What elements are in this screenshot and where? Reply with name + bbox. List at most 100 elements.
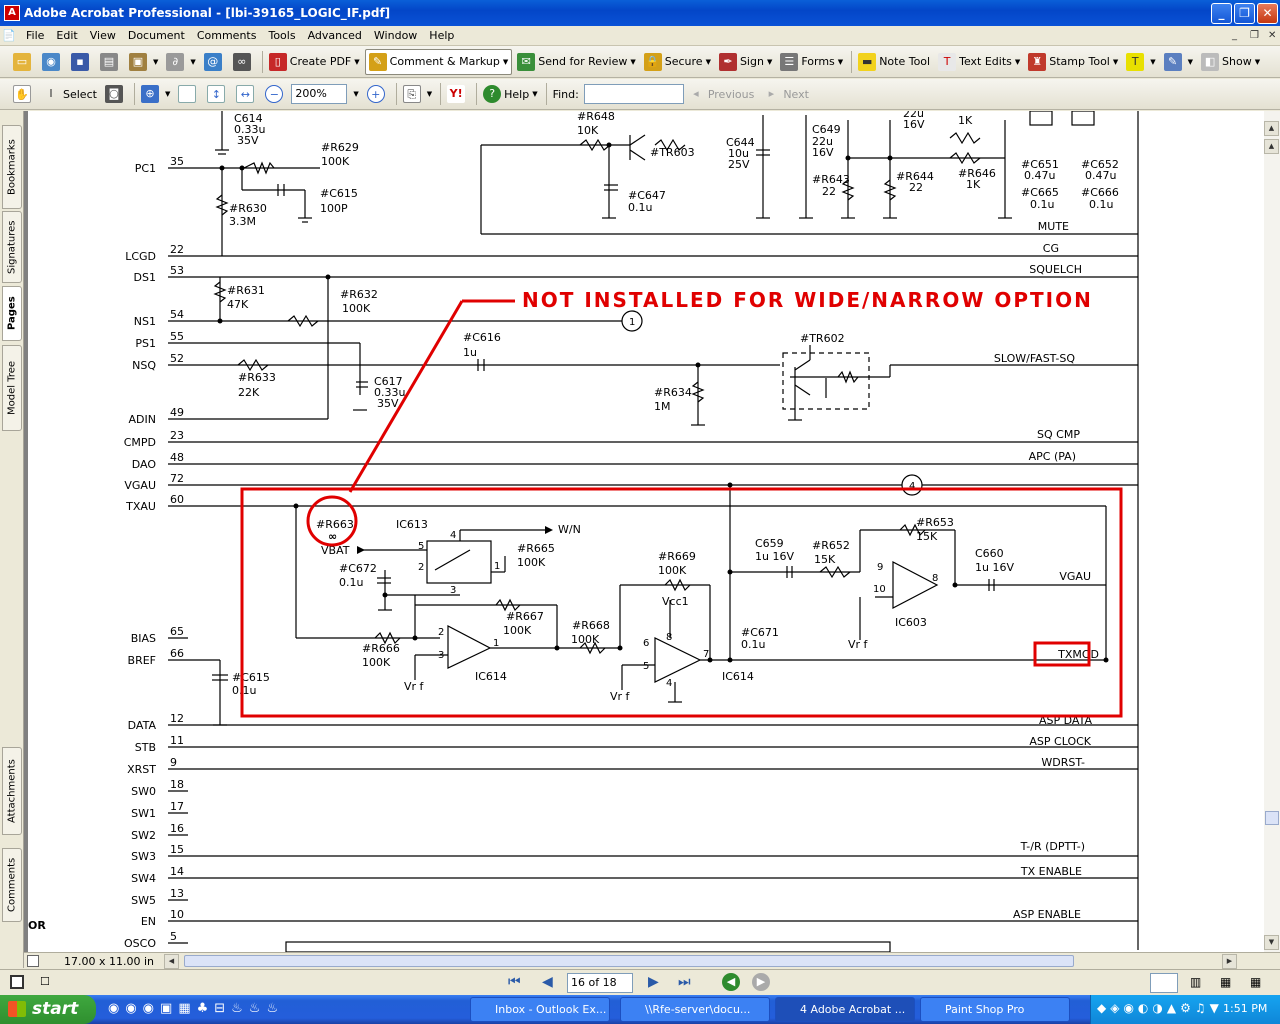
doc-minimize-icon[interactable]: _ xyxy=(1232,30,1237,41)
tab-pages[interactable]: Pages xyxy=(2,286,22,341)
menu-view[interactable]: View xyxy=(89,29,116,42)
rotate-button[interactable]: ⎘▼ xyxy=(400,81,435,107)
help-button[interactable]: ?Help▼ xyxy=(480,81,540,107)
paperclip-icon: ∂ xyxy=(166,52,185,71)
horizontal-scroll-thumb[interactable] xyxy=(184,955,1074,967)
menu-help[interactable]: Help xyxy=(429,29,455,42)
menu-window[interactable]: Window xyxy=(373,29,418,42)
menu-edit[interactable]: Edit xyxy=(56,29,78,42)
secure-button[interactable]: 🔒Secure▼ xyxy=(641,49,714,75)
page-number-field[interactable]: 16 of 18 xyxy=(567,973,633,993)
task-acrobat[interactable]: 4 Adobe Acrobat ... xyxy=(775,997,915,1022)
previous-button[interactable]: ◂Previous xyxy=(684,81,758,107)
zoom-dropdown[interactable]: ▼ xyxy=(353,90,359,98)
signal-label: T-/R (DPTT-) xyxy=(1020,840,1085,853)
tab-comments[interactable]: Comments xyxy=(2,848,22,922)
sign-label: Sign xyxy=(739,55,764,68)
open-button[interactable]: ▭ xyxy=(10,49,37,75)
hand-tool-button[interactable]: ✋ xyxy=(10,81,37,107)
sign-button[interactable]: ✒Sign▼ xyxy=(716,49,775,75)
next-button[interactable]: ▸Next xyxy=(759,81,812,107)
vertical-scrollbar[interactable]: ▲ ▲ ▼ xyxy=(1264,111,1280,952)
scroll-up-icon[interactable]: ▲ xyxy=(1264,121,1279,136)
zoom-field[interactable]: 200% xyxy=(291,84,348,104)
print-button[interactable]: ▤ xyxy=(97,49,124,75)
last-page-icon[interactable]: ⏭ xyxy=(678,974,691,990)
find-input[interactable] xyxy=(583,84,684,104)
menu-comments[interactable]: Comments xyxy=(196,29,257,42)
go-forward-icon[interactable]: ▶ xyxy=(752,973,770,991)
organize-button[interactable]: ▣▼ xyxy=(126,49,161,75)
scroll-right-icon[interactable]: ▶ xyxy=(1222,954,1237,969)
send-review-button[interactable]: ✉Send for Review▼ xyxy=(514,49,638,75)
document-icon[interactable]: 📄 xyxy=(2,29,16,42)
pin-name: NS1 xyxy=(134,315,156,328)
highlight-button[interactable]: T▼ xyxy=(1123,49,1158,75)
create-pdf-button[interactable]: ▯Create PDF▼ xyxy=(266,49,363,75)
single-page-view-icon[interactable] xyxy=(1150,973,1178,993)
zoom-out-button[interactable]: − xyxy=(262,81,289,107)
quick-launch-icons[interactable]: ◉◉◉▣▦♣⊟♨♨♨ xyxy=(108,1001,285,1016)
next-page-icon[interactable]: ▶ xyxy=(648,974,659,990)
search-button[interactable]: ∞ xyxy=(230,49,257,75)
save-button[interactable]: ▪ xyxy=(68,49,95,75)
title-bar[interactable]: A Adobe Acrobat Professional - [lbi-3916… xyxy=(0,0,1280,26)
scroll-down-icon[interactable]: ▼ xyxy=(1264,935,1279,950)
minimize-button[interactable]: _ xyxy=(1211,3,1232,24)
main-toolbar: ▭ ◉ ▪ ▤ ▣▼ ∂▼ @ ∞ ▯Create PDF▼ ✎Comment … xyxy=(0,46,1280,78)
scroll-left-icon[interactable]: ◀ xyxy=(164,954,179,969)
go-back-icon[interactable]: ◀ xyxy=(722,973,740,991)
menu-document[interactable]: Document xyxy=(127,29,185,42)
maximize-button[interactable]: ❐ xyxy=(1234,3,1255,24)
start-button[interactable]: start xyxy=(0,995,96,1024)
acrobat-app-icon[interactable]: A xyxy=(4,5,20,21)
tab-attachments[interactable]: Attachments xyxy=(2,747,22,835)
r652-value: 15K xyxy=(814,553,836,566)
snapshot-button[interactable]: ◙ xyxy=(102,81,129,107)
menu-advanced[interactable]: Advanced xyxy=(307,29,362,42)
svg-text:3: 3 xyxy=(450,585,456,596)
continuous-view-icon[interactable]: ▥ xyxy=(1190,975,1202,989)
first-page-icon[interactable]: ⏮ xyxy=(508,974,521,990)
menu-tools[interactable]: Tools xyxy=(268,29,296,42)
panel-toggle-icon[interactable] xyxy=(10,975,24,989)
previous-page-icon[interactable]: ◀ xyxy=(542,974,553,990)
zoom-in-tool-button[interactable]: ⊕▼ xyxy=(138,81,173,107)
facing-view-icon[interactable]: ▦ xyxy=(1220,975,1232,989)
fit-width-button[interactable]: ↔ xyxy=(233,81,260,107)
actual-size-button[interactable] xyxy=(175,81,202,107)
tab-bookmarks[interactable]: Bookmarks xyxy=(2,125,22,209)
vertical-scroll-thumb[interactable] xyxy=(1265,811,1279,825)
menu-file[interactable]: File xyxy=(26,29,45,42)
task-outlook[interactable]: Inbox - Outlook Ex... xyxy=(470,997,610,1022)
note-tool-button[interactable]: ▬Note Tool xyxy=(855,49,933,75)
doc-restore-icon[interactable]: ❐ xyxy=(1250,30,1259,41)
fit-page-button[interactable]: ↕ xyxy=(204,81,231,107)
txmod-highlight xyxy=(1033,641,1091,667)
tab-signatures[interactable]: Signatures xyxy=(2,211,22,283)
scroll-up-secondary-icon[interactable]: ▲ xyxy=(1264,139,1279,154)
drawing-button[interactable]: ✎▼ xyxy=(1161,49,1196,75)
doc-close-icon[interactable]: ✕ xyxy=(1268,30,1277,41)
task-paint-shop-pro[interactable]: Paint Shop Pro xyxy=(920,997,1070,1022)
zoom-in-button[interactable]: + xyxy=(364,81,391,107)
continuous-facing-view-icon[interactable]: ▦ xyxy=(1250,975,1262,989)
close-button[interactable]: ✕ xyxy=(1257,3,1278,24)
attach-button[interactable]: ∂▼ xyxy=(163,49,198,75)
email-button[interactable]: @ xyxy=(201,49,228,75)
organizer-button[interactable]: ◉ xyxy=(39,49,66,75)
tray-icons[interactable]: ◆◈◉◐◑▲⚙♫▼ xyxy=(1097,1001,1223,1015)
stamp-tool-button[interactable]: ♜Stamp Tool▼ xyxy=(1025,49,1121,75)
show-button[interactable]: ◧Show▼ xyxy=(1198,49,1263,75)
forms-button[interactable]: ☰Forms▼ xyxy=(777,49,846,75)
comment-markup-button[interactable]: ✎Comment & Markup▼ xyxy=(364,48,513,75)
layout-icon[interactable]: ☐ xyxy=(40,975,50,988)
r663-highlight-circle xyxy=(306,495,358,547)
yahoo-button[interactable]: Y! xyxy=(444,81,471,107)
tab-model-tree[interactable]: Model Tree xyxy=(2,345,22,431)
task-explorer[interactable]: \\Rfe-server\docu... xyxy=(620,997,770,1022)
